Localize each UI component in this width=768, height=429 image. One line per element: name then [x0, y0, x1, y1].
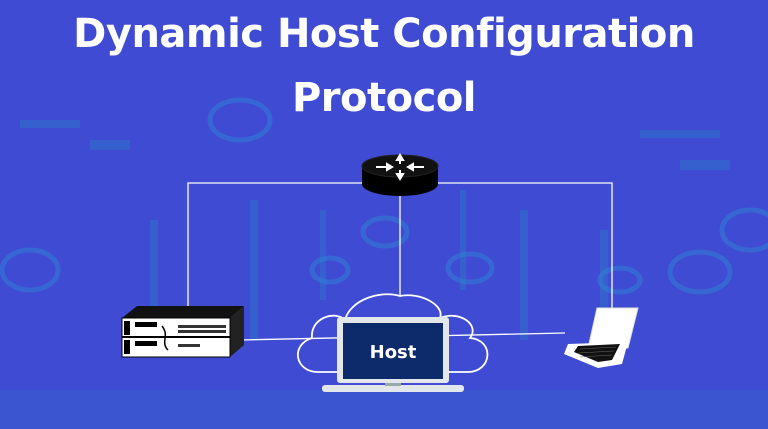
router-server-link	[187, 182, 365, 307]
title-line-1: Dynamic Host Configuration	[73, 11, 695, 57]
server-rack-icon	[121, 306, 244, 358]
host-label: Host	[370, 342, 417, 363]
host-laptop: Host	[322, 317, 464, 392]
router-laptop-link	[436, 182, 613, 308]
connection-lines	[187, 182, 613, 341]
client-laptop-icon	[564, 307, 639, 368]
title-line-2: Protocol	[291, 75, 477, 121]
cloud-icon	[296, 293, 489, 373]
router-icon	[361, 153, 439, 196]
